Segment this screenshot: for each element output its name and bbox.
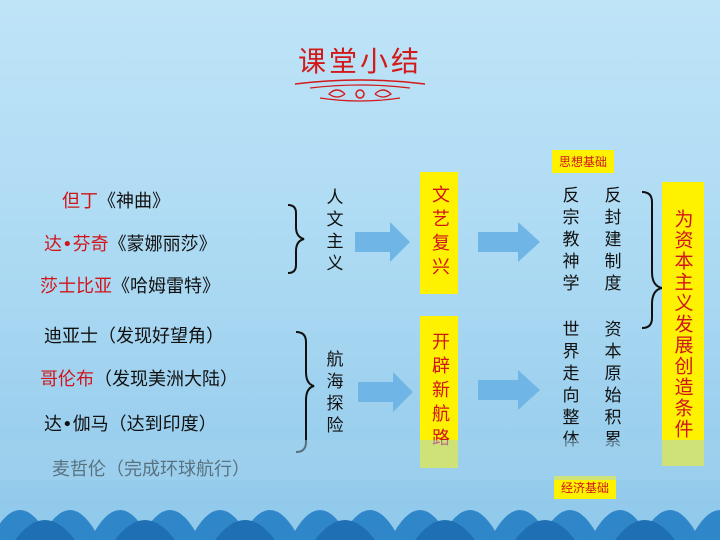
arrow-right-icon: [478, 370, 540, 410]
voyages-brace: [295, 331, 315, 453]
voyage-item-dias: 迪亚士（发现好望角）: [44, 326, 224, 347]
world-unity-text: 世界走向整体: [558, 320, 579, 452]
voyages-label: 航海探险: [322, 350, 343, 438]
arrow-right-icon: [358, 372, 413, 412]
title-ornament: [294, 79, 426, 102]
conclusion-box: 为资本主义发展创造条件: [662, 182, 704, 466]
anti-feudal-text: 反封建制度: [600, 186, 621, 296]
humanism-label: 人文主义: [322, 188, 343, 276]
renaissance-item-dante: 但丁《神曲》: [62, 191, 170, 212]
page-title: 课堂小结: [297, 45, 422, 78]
renaissance-item-davinci: 达•芬奇《蒙娜丽莎》: [44, 234, 217, 255]
anti-theology-text: 反宗教神学: [558, 186, 579, 296]
arrow-right-icon: [355, 222, 410, 262]
economy-tag: 经济基础: [554, 476, 617, 499]
capital-accumulation-text: 资本原始积累: [600, 320, 621, 452]
conclusion-brace: [641, 191, 663, 329]
renaissance-brace: [287, 204, 305, 274]
renaissance-box: 文艺复兴: [420, 172, 458, 294]
voyage-item-dagama: 达•伽马（达到印度）: [44, 414, 217, 435]
ideology-tag: 思想基础: [552, 150, 615, 173]
renaissance-item-shakespeare: 莎士比亚《哈姆雷特》: [40, 276, 220, 297]
arrow-right-icon: [478, 222, 540, 262]
wave-decoration: [0, 440, 720, 540]
voyage-item-columbus: 哥伦布（发现美洲大陆）: [40, 369, 238, 390]
